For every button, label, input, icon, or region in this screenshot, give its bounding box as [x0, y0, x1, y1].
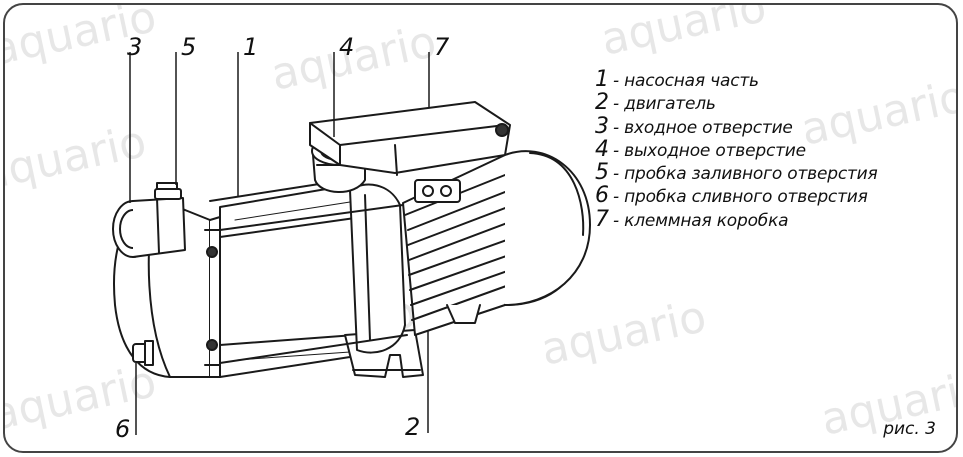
figure-caption: рис. 3: [883, 419, 936, 439]
leader-lines: [129, 52, 430, 435]
legend-item: 5- пробка заливного отверстия: [595, 160, 878, 186]
figure-frame: aquario aquario aquario aquario aquario …: [3, 3, 958, 453]
pump-drawing: aquario aquario aquario aquario aquario …: [5, 5, 956, 446]
terminal-box: [309, 101, 511, 203]
callout-7: 7: [434, 33, 450, 61]
legend-item: 3- входное отверстие: [595, 113, 878, 139]
legend-number: 5: [595, 160, 609, 186]
legend-item: 4- выходное отверстие: [595, 136, 878, 162]
legend-text: - насосная часть: [613, 71, 759, 91]
motor-end-cap: [504, 150, 591, 306]
callout-3: 3: [127, 33, 143, 61]
drain-plug: [132, 340, 154, 366]
callout-2: 2: [405, 413, 421, 441]
legend-item: 1- насосная часть: [595, 67, 878, 92]
watermark-text: aquario: [537, 291, 711, 376]
callout-6: 6: [115, 415, 131, 443]
legend-item: 2- двигатель: [595, 90, 878, 116]
legend-text: - двигатель: [613, 94, 716, 115]
legend-list: 1- насосная часть 2- двигатель 3- входно…: [595, 67, 878, 232]
watermark-text: aquario: [597, 5, 771, 66]
legend-number: 7: [595, 206, 609, 232]
legend-item: 7- клеммная коробка: [595, 206, 878, 232]
legend-number: 3: [595, 113, 609, 139]
pump-body: [209, 179, 361, 378]
watermark-text: aquario: [5, 356, 161, 441]
callout-4: 4: [339, 33, 355, 61]
motor-bracket: [349, 183, 406, 354]
priming-plug: [154, 182, 182, 200]
legend-text: - выходное отверстие: [613, 140, 806, 161]
callout-1: 1: [243, 33, 259, 61]
inlet-port: [112, 197, 186, 258]
legend-item: 6- пробка сливного отверстия: [595, 183, 878, 209]
callout-5: 5: [181, 33, 197, 61]
legend-number: 1: [595, 67, 609, 92]
tie-rods: [219, 204, 408, 364]
legend-text: - пробка сливного отверстия: [613, 187, 868, 208]
legend-text: - пробка заливного отверстия: [613, 164, 878, 185]
legend-text: - входное отверстие: [613, 117, 793, 138]
legend-text: - клеммная коробка: [613, 210, 789, 231]
legend-number: 6: [595, 183, 609, 209]
motor-foot: [446, 304, 481, 324]
legend-number: 2: [595, 90, 609, 116]
legend-number: 4: [595, 136, 609, 162]
watermark-text: aquario: [5, 116, 151, 201]
